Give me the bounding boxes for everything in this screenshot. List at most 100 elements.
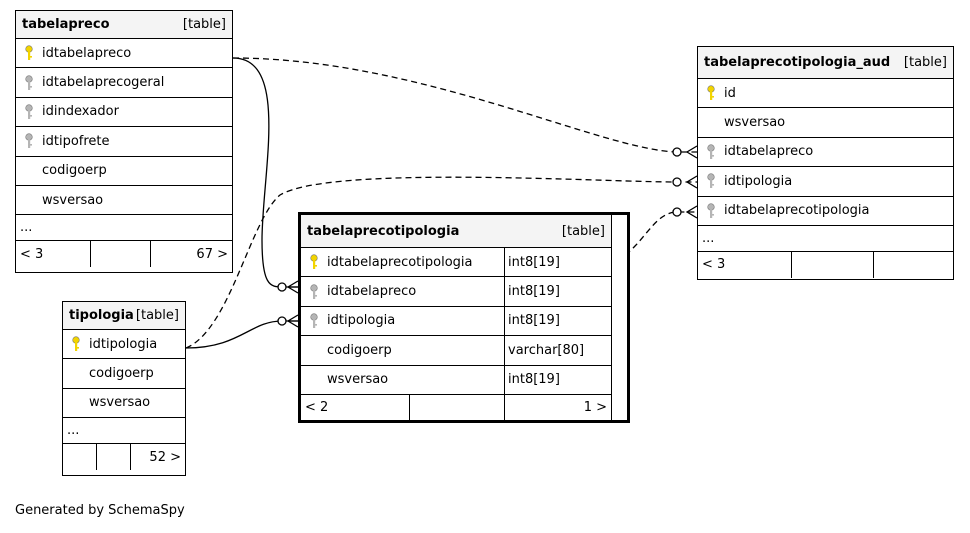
table-row[interactable]: idtipologia: [63, 330, 185, 360]
table-row[interactable]: wsversao: [698, 108, 953, 138]
table-name[interactable]: tipologia: [69, 308, 134, 323]
children-count[interactable]: 67 >: [150, 241, 232, 268]
foreign-key-icon: [702, 203, 720, 219]
column-cell: idtipofrete: [16, 127, 232, 155]
primary-key-icon: [20, 45, 38, 61]
parents-count[interactable]: < 3: [702, 257, 726, 273]
table-row[interactable]: wsversao: [63, 389, 185, 419]
column-name: wsversao: [724, 115, 786, 131]
table-type: [table]: [903, 55, 947, 70]
column-cell: idtipologia: [301, 307, 504, 335]
column-cell: wsversao: [16, 186, 232, 214]
primary-key-icon: [305, 254, 323, 270]
table-type: [table]: [561, 223, 605, 239]
foreign-key-icon: [305, 283, 323, 300]
column-cell: idtabelaprecotipologia: [301, 248, 504, 276]
table-row[interactable]: idtipofrete: [16, 127, 232, 157]
table-row[interactable]: idtabelapreco: [16, 39, 232, 69]
column-cell: codigoerp: [301, 336, 504, 364]
children-count[interactable]: 52 >: [130, 444, 185, 471]
table-row[interactable]: idtabelapreco: [698, 138, 953, 168]
column-cell: idtabelapreco: [698, 138, 953, 166]
primary-key-icon: [702, 85, 720, 101]
column-cell: wsversao: [301, 366, 504, 394]
column-cell: idindexador: [16, 98, 232, 126]
column-type: int8[19]: [504, 306, 611, 336]
table-row[interactable]: idtabelaprecogeral: [16, 68, 232, 98]
table-header: tipologia [table]: [63, 302, 185, 330]
edge-end-circle: [672, 207, 682, 217]
edge-end-circle: [277, 316, 287, 326]
table-header: tabelaprecotipologia_aud [table]: [698, 47, 953, 79]
children-count[interactable]: 1 >: [504, 394, 611, 420]
column-list: id wsversao idtabelapreco idtipologia idtabe…: [698, 79, 953, 226]
foreign-key-icon: [702, 173, 720, 189]
column-name: idtabelaprecotipologia: [724, 203, 870, 219]
column-type: int8[19]: [504, 365, 611, 394]
column-name: wsversao: [89, 395, 151, 411]
column-cell: idtabelaprecotipologia: [698, 197, 953, 225]
parents-count[interactable]: < 3: [20, 246, 44, 262]
table-row[interactable]: idtipologia int8[19]: [301, 306, 611, 337]
parents-count[interactable]: [63, 444, 96, 470]
edge-end-circle: [672, 147, 682, 157]
column-name: wsversao: [42, 192, 104, 208]
table-row[interactable]: idtipologia: [698, 167, 953, 197]
footer-spacer: [791, 251, 873, 278]
column-name: id: [724, 85, 736, 101]
table-type: [table]: [182, 17, 226, 32]
column-name: idtipologia: [724, 173, 793, 189]
footer-spacer: [409, 394, 504, 420]
generated-by-credit: Generated by SchemaSpy: [15, 503, 185, 518]
table-row[interactable]: codigoerp: [63, 359, 185, 389]
table-row[interactable]: codigoerp varchar[80]: [301, 336, 611, 366]
edge-tabelapreco-to-tabelaprecotipologia: [232, 57, 298, 288]
column-type: varchar[80]: [504, 336, 611, 365]
table-name[interactable]: tabelaprecotipologia: [307, 223, 460, 239]
column-type: int8[19]: [504, 277, 611, 306]
table-row[interactable]: wsversao int8[19]: [301, 365, 611, 395]
table-row[interactable]: idtabelapreco int8[19]: [301, 277, 611, 307]
table-row[interactable]: wsversao: [16, 186, 232, 216]
column-name: codigoerp: [327, 342, 392, 358]
edge-end-circle: [672, 177, 682, 187]
crowfoot-icon: [685, 175, 698, 189]
more-columns: ...: [698, 226, 953, 252]
column-cell: wsversao: [698, 108, 953, 136]
edge-tabelapreco-to-aud: [232, 57, 697, 153]
column-cell: idtabelapreco: [301, 277, 504, 305]
column-cell: codigoerp: [16, 157, 232, 185]
column-type: int8[19]: [504, 248, 611, 277]
more-columns: ...: [16, 215, 232, 242]
table-tabelaprecotipologia[interactable]: tabelaprecotipologia [table] idtabelapre…: [298, 212, 630, 423]
column-name: idtabelapreco: [327, 284, 417, 300]
crowfoot-icon: [685, 145, 698, 159]
foreign-key-icon: [305, 313, 323, 329]
column-cell: idtabelapreco: [16, 39, 232, 67]
table-name[interactable]: tabelaprecotipologia_aud: [704, 55, 891, 70]
foreign-key-icon: [20, 133, 38, 149]
table-row[interactable]: codigoerp: [16, 157, 232, 186]
table-footer: < 3: [698, 251, 953, 278]
children-count[interactable]: [873, 251, 953, 278]
table-name[interactable]: tabelapreco: [22, 17, 110, 32]
table-type: [table]: [135, 308, 179, 323]
column-name: wsversao: [327, 372, 389, 388]
table-row[interactable]: id: [698, 79, 953, 109]
table-tabelaprecotipologia-aud[interactable]: tabelaprecotipologia_aud [table] id wsver…: [697, 46, 954, 280]
more-columns: ...: [63, 418, 185, 445]
table-row[interactable]: idindexador: [16, 98, 232, 128]
column-name: idtipologia: [327, 313, 396, 329]
column-cell: id: [698, 79, 953, 107]
column-cell: codigoerp: [63, 359, 185, 387]
column-cell: idtipologia: [63, 330, 185, 358]
parents-count[interactable]: < 2: [305, 399, 329, 415]
table-header: tabelapreco [table]: [16, 11, 232, 39]
table-row[interactable]: idtabelaprecotipologia: [698, 197, 953, 226]
